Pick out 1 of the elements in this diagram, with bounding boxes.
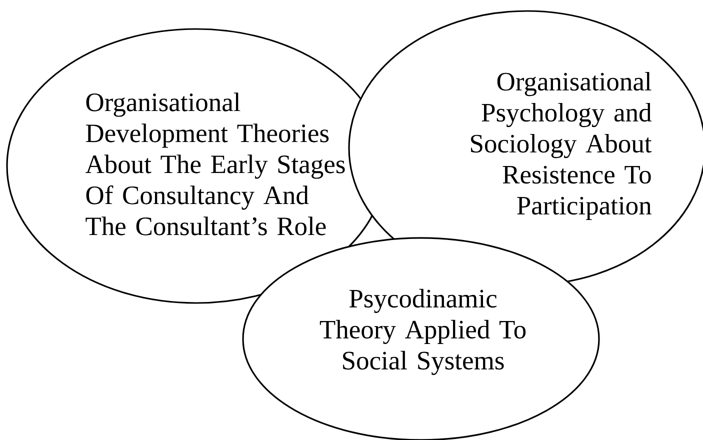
node-label: Organisational Psychology and Sociology About Resistence To Participation	[471, 72, 652, 220]
